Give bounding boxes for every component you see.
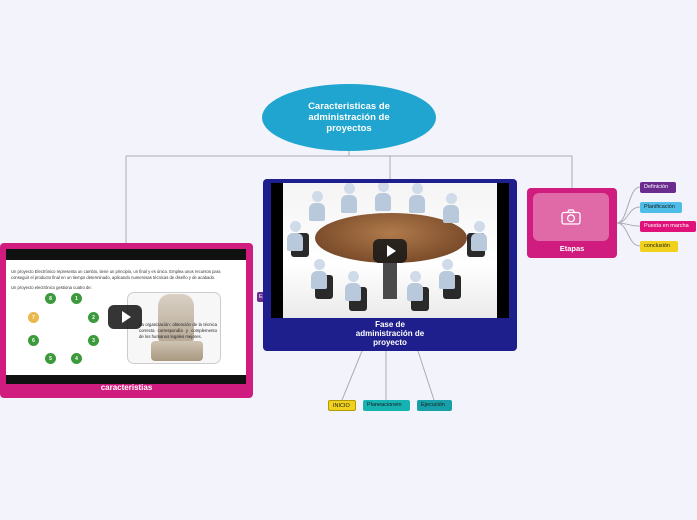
fase-caption-line: administración de [355,329,425,338]
etapas-image-placeholder[interactable] [533,193,609,241]
cycle-node: 2 [88,312,99,323]
tag-conclusion[interactable]: conclusión [640,241,678,252]
person-figure [311,259,327,291]
tag-puesta-en-marcha[interactable]: Puesta en marcha [640,221,696,232]
doc-line-3: Un proyecto electrónico gestiona cuatro … [11,285,92,290]
connector-definicion [616,186,641,224]
caracteristicas-card[interactable]: Un proyecto Electrónico representa un ca… [0,243,253,398]
play-icon [387,245,396,257]
fase-caption-line: proyecto [373,338,407,347]
etapas-caption: Etapas [559,244,585,253]
fase-video[interactable] [271,183,509,318]
tag-definicion[interactable]: Definición [640,182,676,193]
gavel-base-image [151,341,203,361]
person-figure [471,221,487,253]
root-title: Caracteristicas de administración de pro… [308,101,390,134]
video-right-bar [497,183,509,318]
cycle-node: 7 [28,312,39,323]
doc-paragraph: La organización: obtención de la técnica… [139,322,217,339]
video-left-bar [271,183,283,318]
video-top-bar [6,249,246,260]
play-button[interactable] [373,239,407,263]
cycle-node: 3 [88,335,99,346]
person-figure [443,193,459,225]
tag-inicio[interactable]: INICIO [328,400,356,411]
cycle-node: 6 [28,335,39,346]
person-figure [407,271,423,303]
etapas-card[interactable]: Etapas [527,188,617,258]
fase-caption-line: Fase de [375,320,405,329]
person-figure [439,259,455,291]
doc-line-1: Un proyecto Electrónico representa un ca… [11,269,221,274]
cycle-node: 1 [71,293,82,304]
person-figure [341,183,357,215]
root-topic[interactable]: Caracteristicas de administración de pro… [262,84,436,151]
table-leg-image [383,261,397,299]
person-figure [375,183,391,213]
fase-card[interactable]: Fase de administración de proyecto [263,179,517,351]
caracteristicas-caption: caracteristias [100,383,153,392]
cycle-node: 5 [45,353,56,364]
person-figure [309,191,325,223]
fase-caption: Fase de administración de proyecto [263,320,517,347]
connector-inicio [341,350,363,401]
tag-ejecucion[interactable]: Ejecución [417,400,452,411]
caracteristicas-video[interactable]: Un proyecto Electrónico representa un ca… [6,249,246,384]
person-figure [345,271,361,303]
play-button[interactable] [108,305,142,329]
camera-icon [561,209,581,225]
connector-ejecucion [417,350,435,401]
tag-planificacion[interactable]: Planificación [640,202,682,213]
person-figure [287,221,303,253]
video-bottom-bar [6,375,246,384]
play-icon [122,311,131,323]
cycle-node: 4 [71,353,82,364]
person-figure [409,183,425,215]
doc-line-2: conseguir el producto final en un tiempo… [11,275,216,280]
cycle-node: 8 [45,293,56,304]
gavel-image [158,294,194,342]
tag-planeacion[interactable]: Planeacionein [363,400,410,411]
connector-planificacion [616,206,641,224]
connector-conclusion [616,222,641,247]
